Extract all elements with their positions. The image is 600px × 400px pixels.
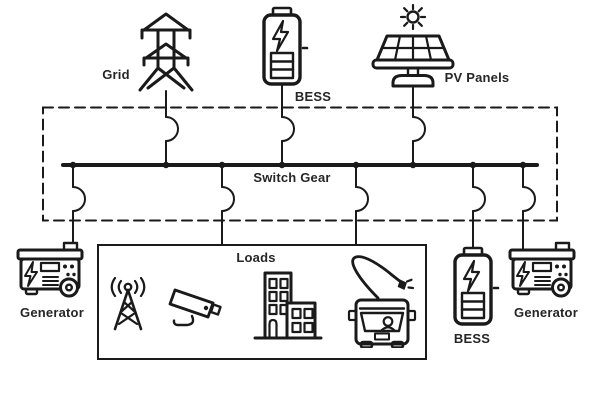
battery-storage-icon xyxy=(452,246,500,328)
generator-left-label: Generator xyxy=(20,305,84,320)
breaker-generator-right xyxy=(522,186,536,212)
generator-icon xyxy=(508,241,580,299)
cctv-camera-icon xyxy=(168,280,232,330)
switchgear-dashed-boundary xyxy=(42,106,558,222)
buildings-icon xyxy=(253,270,323,340)
switch-gear-label: Switch Gear xyxy=(253,170,331,185)
generator-right-label: Generator xyxy=(514,305,578,320)
transmission-tower-icon xyxy=(134,8,198,94)
bess-top-label: BESS xyxy=(294,89,332,104)
breaker-loads-1 xyxy=(221,186,235,212)
bess-bottom-label: BESS xyxy=(453,331,491,346)
generator-icon xyxy=(16,241,88,299)
breaker-pv xyxy=(412,116,426,142)
electric-bus-charging-icon xyxy=(344,252,418,348)
bus-junction-dots xyxy=(69,161,527,169)
loads-label: Loads xyxy=(236,250,276,265)
solar-panel-sun-icon xyxy=(367,4,459,88)
breaker-grid xyxy=(165,116,179,142)
breaker-bess-top xyxy=(281,116,295,142)
breaker-generator-left xyxy=(72,186,86,212)
loads-box xyxy=(97,244,427,360)
breaker-loads-2 xyxy=(355,186,369,212)
pv-panels-label: PV Panels xyxy=(444,70,510,85)
radio-antenna-icon xyxy=(104,274,152,332)
breaker-bess-bottom xyxy=(472,186,486,212)
battery-storage-icon xyxy=(261,6,309,88)
grid-label: Grid xyxy=(102,67,130,82)
